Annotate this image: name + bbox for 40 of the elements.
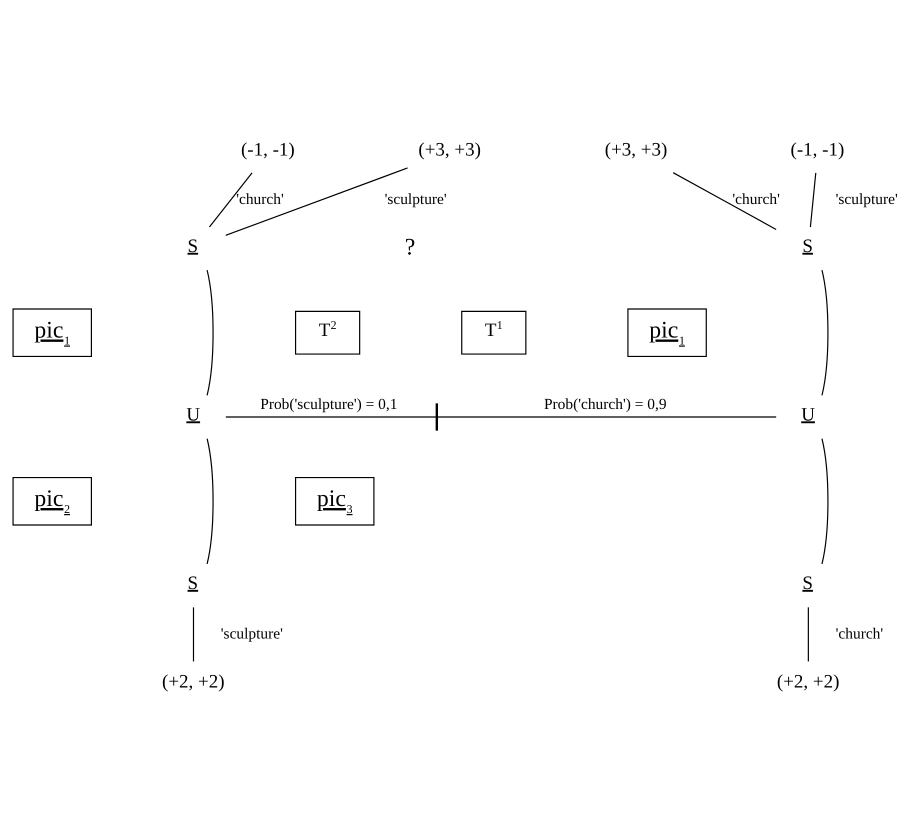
- node-box: T$^{2}$: [294, 310, 360, 355]
- connector: [672, 172, 776, 230]
- node-text: S: [188, 572, 198, 594]
- connector: [810, 172, 816, 228]
- node-text: S: [802, 572, 813, 594]
- edge-label: 'sculpture': [220, 625, 283, 642]
- node-box: T$^{1}$: [461, 310, 526, 355]
- node-text: S: [802, 236, 813, 257]
- label: ?: [404, 234, 416, 260]
- node-text: U: [801, 404, 815, 426]
- node-text: S: [188, 236, 198, 257]
- edge-label: 'sculpture': [384, 190, 447, 208]
- edge-label: 'sculpture': [836, 190, 898, 208]
- edge-label: 'church': [236, 190, 284, 208]
- node-box: pic$_{1}$: [627, 308, 707, 358]
- edge-label: Prob('sculpture') = 0,1: [260, 396, 398, 414]
- node-box: pic$_{3}$: [294, 476, 374, 526]
- edge-label: 'church': [836, 625, 884, 642]
- node-bar: [436, 403, 438, 431]
- node-text: (+3, +3): [604, 140, 668, 161]
- node-text: U: [186, 404, 200, 426]
- node-text: (-1, -1): [240, 140, 295, 161]
- node-text: (-1, -1): [790, 140, 844, 161]
- node-text: (+2, +2): [162, 671, 225, 692]
- node-text: (+3, +3): [418, 140, 481, 161]
- connector: [821, 270, 829, 396]
- node-box: pic$_{1}$: [12, 308, 92, 358]
- connector: [192, 607, 194, 662]
- connector: [206, 438, 214, 564]
- edge-label: Prob('church') = 0,9: [544, 396, 667, 414]
- connector: [206, 270, 214, 396]
- node-box: pic$_{2}$: [12, 476, 92, 526]
- connector: [226, 416, 436, 418]
- connector: [808, 607, 809, 662]
- connector: [437, 416, 776, 418]
- connector: [208, 172, 252, 228]
- connector: [821, 438, 829, 564]
- node-text: (+2, +2): [776, 671, 840, 692]
- edge-label: 'church': [732, 190, 780, 208]
- connector: [226, 167, 408, 236]
